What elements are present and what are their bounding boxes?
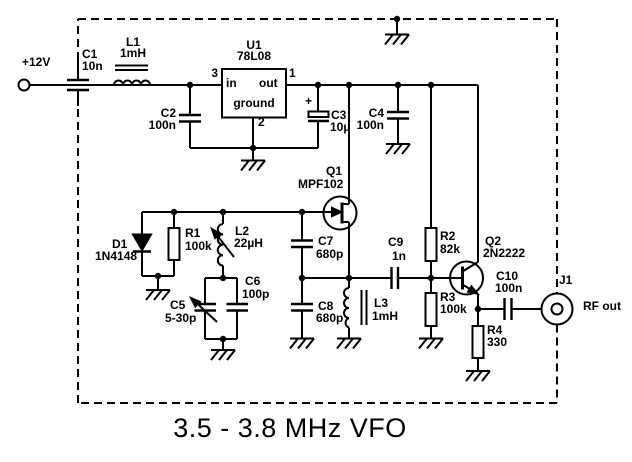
label-C8-value: 680p [316,311,344,325]
capacitor-C3-symbol [307,110,330,123]
label-R2-ref: R2 [440,229,456,243]
label-J1-rf-out: RF out [583,299,621,313]
capacitor-C7-symbol [291,239,313,249]
label-U1-part: 78L08 [236,49,272,63]
label-L2-value: 22µH [234,236,263,250]
label-C9-value: 1n [392,249,407,263]
capacitor-C6-symbol [226,302,248,312]
label-C1-ref: C1 [82,47,98,61]
label-C4-ref: C4 [368,106,384,120]
resistor-R2-symbol [424,227,438,262]
label-C4-value: 100n [356,118,384,132]
label-U1-ref: U1 [246,38,262,52]
label-Q2-part: 2N2222 [483,246,526,260]
label-U1-ground: ground [233,96,275,110]
resistor-R4-symbol [471,325,485,359]
label-L3-ref: L3 [374,296,389,310]
resistor-R1-symbol [167,227,181,261]
npn-Q2-symbol [435,260,484,296]
schematic-title: 3.5 - 3.8 MHz VFO [173,413,407,443]
capacitor-C2-symbol [179,113,201,123]
label-Q2-ref: Q2 [485,234,502,248]
label-C10-value: 100n [495,281,523,295]
jfet-Q1-symbol [305,85,358,278]
label-C3-ref: C3 [331,108,347,122]
capacitor-C5-symbol [188,295,218,323]
inductor-L3-symbol [343,287,368,329]
diode-D1-symbol [131,233,153,253]
label-R3-value: 100k [440,302,467,316]
label-Q1-part: MPF102 [298,177,344,191]
label-L1-value: 1mH [120,46,147,60]
capacitor-C1-symbol [67,60,89,106]
resistor-R3-symbol [424,292,438,327]
capacitor-C9-symbol [390,267,400,289]
bnc-J1-symbol [540,292,574,326]
inductor-L2-symbol [210,223,235,267]
label-R3-ref: R3 [440,290,456,304]
power-label: +12V [22,55,51,69]
label-R2-value: 82k [440,242,461,256]
label-R1-ref: R1 [185,226,201,240]
power-terminal [17,78,31,92]
label-D1-part: 1N4148 [95,249,138,263]
label-C7-ref: C7 [318,234,334,248]
label-C2-value: 100n [148,118,176,132]
label-C3-value: 10µ [330,120,351,134]
label-C10-ref: C10 [496,269,519,283]
label-L2-ref: L2 [235,224,250,238]
regulator-U1-symbol [221,68,287,119]
label-U1-pin-out-num: 1 [289,66,296,80]
label-C6-ref: C6 [245,274,261,288]
capacitor-C4-symbol [387,110,409,120]
capacitor-C10-symbol [503,298,513,320]
label-U1-pin-in-num: 3 [211,66,218,80]
label-J1-ref: J1 [559,273,573,287]
label-U1-out: out [259,76,278,90]
inductor-L1-symbol [113,64,151,86]
label-C9-ref: C9 [388,235,404,249]
label-C6-value: 100p [242,287,270,301]
label-Q1-ref: Q1 [326,164,343,178]
label-R4-value: 330 [487,335,508,349]
label-C7-value: 680p [316,247,344,261]
label-U1-in: in [226,76,237,90]
label-C3-polarity: + [305,94,313,108]
label-D1-ref: D1 [112,237,128,251]
label-C8-ref: C8 [318,299,334,313]
label-C2-ref: C2 [160,106,176,120]
label-U1-pin-gnd-num: 2 [258,115,265,129]
label-L3-value: 1mH [372,309,399,323]
label-C5-ref: C5 [170,298,186,312]
enclosure-border [77,18,558,404]
label-R4-ref: R4 [487,323,503,337]
label-C5-value: 5-30p [165,311,197,325]
label-L1-ref: L1 [126,35,141,49]
label-C1-value: 10n [82,59,103,73]
junction-dots [154,15,482,343]
capacitor-C8-symbol [291,302,313,312]
label-R1-value: 100k [185,239,212,253]
